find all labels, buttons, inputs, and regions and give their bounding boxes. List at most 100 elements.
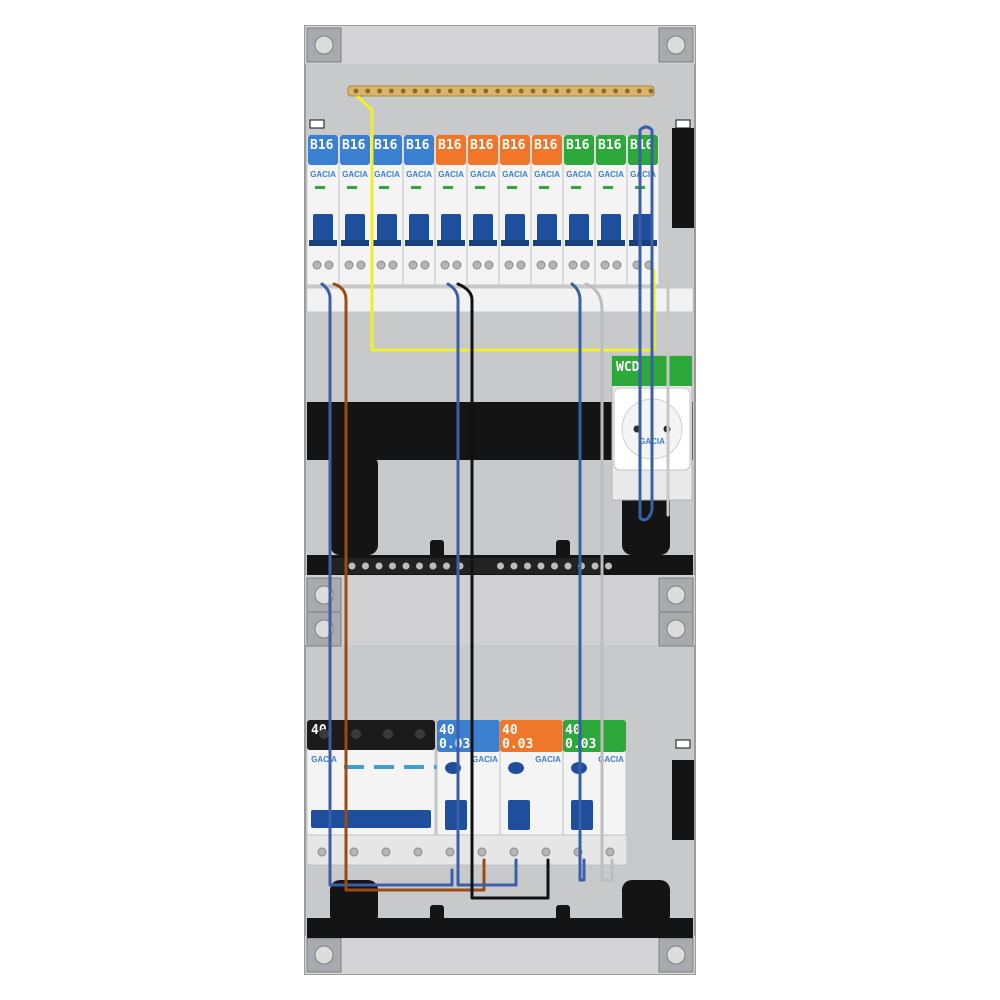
handle-base	[565, 240, 593, 246]
breaker-toggle-handle[interactable]	[409, 214, 429, 242]
terminal-screw	[413, 847, 423, 857]
rcd-color-tag	[437, 720, 500, 752]
breaker-toggle-handle[interactable]	[569, 214, 589, 242]
busbar-screw	[554, 88, 559, 94]
rcd-color-tag	[500, 720, 563, 752]
bottom-terminals	[317, 847, 615, 857]
breaker-brand: GACIA	[406, 170, 432, 179]
pole-stripe	[404, 765, 424, 769]
breaker-toggle-handle[interactable]	[473, 214, 493, 242]
breaker-toggle-handle[interactable]	[601, 214, 621, 242]
terminal-screw	[429, 562, 437, 570]
terminal-screw	[612, 260, 622, 270]
busbar-screw	[625, 88, 630, 94]
top-comb-busbar	[306, 287, 694, 313]
breaker-rating-label: B16	[534, 138, 558, 153]
breaker-color-tag	[372, 135, 402, 165]
rcd-toggle-handle[interactable]	[571, 800, 593, 830]
busbar-screw	[518, 88, 524, 94]
busbar-screw	[436, 88, 441, 94]
breaker-toggle-handle[interactable]	[505, 214, 525, 242]
wire-blue-right	[570, 282, 586, 882]
rcd-toggle-handle[interactable]	[445, 800, 467, 830]
terminal-screw	[452, 260, 462, 270]
bottom-terminal-strip	[306, 834, 628, 866]
terminal-screw	[440, 260, 450, 270]
breaker-toggle-handle[interactable]	[537, 214, 557, 242]
pole-indicator	[415, 729, 425, 739]
handle-base	[309, 240, 337, 246]
terminal-screw	[420, 260, 430, 270]
busbar-screw	[459, 88, 465, 94]
terminal-screw	[504, 260, 514, 270]
terminal-screw	[605, 847, 615, 857]
terminal-screw	[568, 260, 578, 270]
terminal-screw	[349, 847, 359, 857]
breaker-toggle-handle[interactable]	[377, 214, 397, 242]
handle-base	[501, 240, 529, 246]
terminal-screw	[537, 562, 545, 570]
breaker-brand: GACIA	[310, 170, 336, 179]
status-indicator	[443, 186, 453, 189]
breaker-rating-label: B16	[374, 138, 398, 153]
wire-blue-wcd	[638, 125, 654, 522]
rcd-toggle-handle[interactable]	[508, 800, 530, 830]
terminal-screw	[591, 562, 599, 570]
busbar-screw	[577, 88, 583, 94]
top-end-cap	[305, 26, 695, 64]
terminal-screw	[497, 562, 504, 570]
status-indicator	[539, 186, 549, 189]
rcd-sensitivity: 0.03	[439, 737, 470, 752]
busbar-screw	[424, 88, 430, 94]
handle-base	[341, 240, 369, 246]
wire-brown	[332, 282, 486, 892]
breaker-rating-label: B16	[502, 138, 526, 153]
breaker-rating-label: B16	[342, 138, 366, 153]
breaker-toggle-handle[interactable]	[313, 214, 333, 242]
wiring	[320, 95, 670, 900]
rcd-test-button[interactable]	[508, 762, 524, 774]
busbar-screw	[483, 88, 489, 94]
breaker-color-tag	[308, 135, 338, 165]
terminal-screw	[381, 847, 391, 857]
terminal-screw	[472, 260, 482, 270]
main-switch-handle[interactable]	[311, 810, 431, 828]
rcd-brand: GACIA	[472, 755, 498, 764]
pole-stripe	[344, 765, 364, 769]
breaker-toggle-handle[interactable]	[441, 214, 461, 242]
breaker-rating-label: B16	[438, 138, 462, 153]
terminal-screw	[388, 260, 398, 270]
status-indicator	[603, 186, 613, 189]
din-rails	[307, 128, 694, 938]
breaker-brand: GACIA	[534, 170, 560, 179]
terminal-screw	[548, 260, 558, 270]
terminal-screw	[408, 260, 418, 270]
handle-base	[469, 240, 497, 246]
terminal-screw	[551, 562, 558, 570]
breaker-rating-label: B16	[566, 138, 590, 153]
breaker-toggle-handle[interactable]	[633, 214, 653, 242]
busbar-screw	[365, 88, 371, 94]
breaker-rating-label: B16	[406, 138, 430, 153]
busbar-screw	[400, 88, 406, 94]
mid-end-cap	[305, 575, 695, 645]
terminal-screw	[524, 562, 531, 570]
breaker-toggle-handle[interactable]	[345, 214, 365, 242]
terminal-screw	[416, 562, 423, 570]
wire-blue-left	[320, 282, 454, 887]
